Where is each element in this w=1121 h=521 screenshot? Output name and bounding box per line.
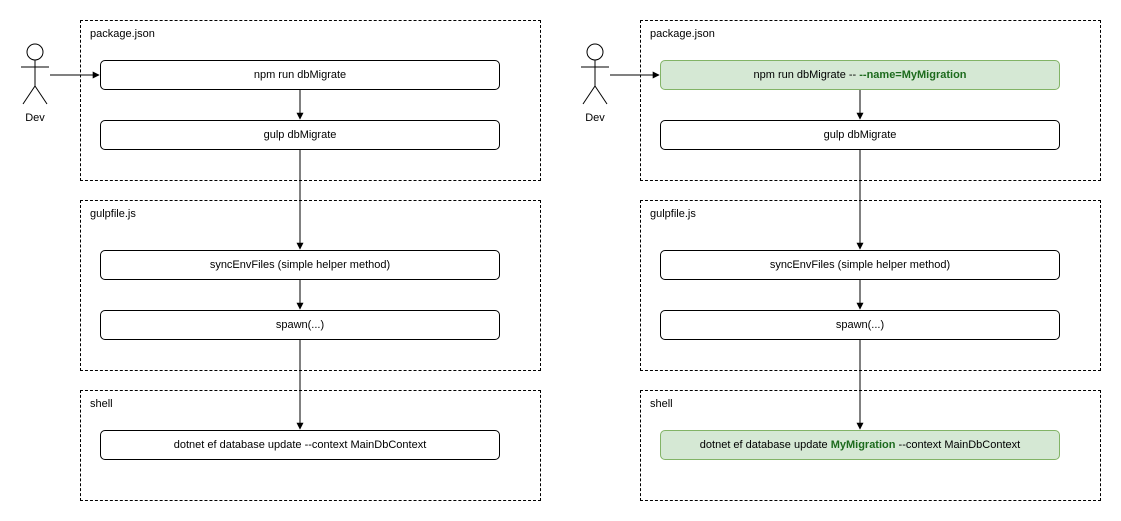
node-npm-run-right[interactable]: npm run dbMigrate -- --name=MyMigration — [660, 60, 1060, 90]
node-gulp-right[interactable]: gulp dbMigrate — [660, 120, 1060, 150]
group-label: gulpfile.js — [90, 208, 136, 220]
node-text: dotnet ef database update --context Main… — [173, 439, 427, 451]
node-text: dotnet ef database update — [699, 439, 831, 451]
node-text: spawn(...) — [835, 319, 885, 331]
group-label: shell — [650, 398, 673, 410]
node-text-bold: --name=MyMigration — [859, 69, 967, 81]
group-gulpfile-left: gulpfile.js — [80, 200, 541, 371]
node-dotnet-right[interactable]: dotnet ef database update MyMigration --… — [660, 430, 1060, 460]
group-shell-left: shell — [80, 390, 541, 501]
node-text: spawn(...) — [275, 319, 325, 331]
node-text: syncEnvFiles (simple helper method) — [769, 259, 951, 271]
group-label: package.json — [650, 28, 715, 40]
group-gulpfile-right: gulpfile.js — [640, 200, 1101, 371]
group-package-json-left: package.json — [80, 20, 541, 181]
node-text: gulp dbMigrate — [823, 129, 897, 141]
group-label: shell — [90, 398, 113, 410]
node-text: syncEnvFiles (simple helper method) — [209, 259, 391, 271]
node-npm-run-left[interactable]: npm run dbMigrate — [100, 60, 500, 90]
node-text: npm run dbMigrate — [253, 69, 347, 81]
dev-actor-left-icon — [21, 43, 49, 105]
node-text: gulp dbMigrate — [263, 129, 337, 141]
group-label: package.json — [90, 28, 155, 40]
node-spawn-left[interactable]: spawn(...) — [100, 310, 500, 340]
dev-actor-right-icon — [581, 43, 609, 105]
node-spawn-right[interactable]: spawn(...) — [660, 310, 1060, 340]
dev-actor-right-label: Dev — [585, 112, 605, 124]
node-sync-env-right[interactable]: syncEnvFiles (simple helper method) — [660, 250, 1060, 280]
node-text: npm run dbMigrate -- — [753, 69, 860, 81]
node-dotnet-left[interactable]: dotnet ef database update --context Main… — [100, 430, 500, 460]
group-package-json-right: package.json — [640, 20, 1101, 181]
node-gulp-left[interactable]: gulp dbMigrate — [100, 120, 500, 150]
dev-actor-left-label: Dev — [25, 112, 45, 124]
node-sync-env-left[interactable]: syncEnvFiles (simple helper method) — [100, 250, 500, 280]
node-text-bold: MyMigration — [830, 439, 896, 451]
node-text: --context MainDbContext — [895, 439, 1021, 451]
group-shell-right: shell — [640, 390, 1101, 501]
group-label: gulpfile.js — [650, 208, 696, 220]
